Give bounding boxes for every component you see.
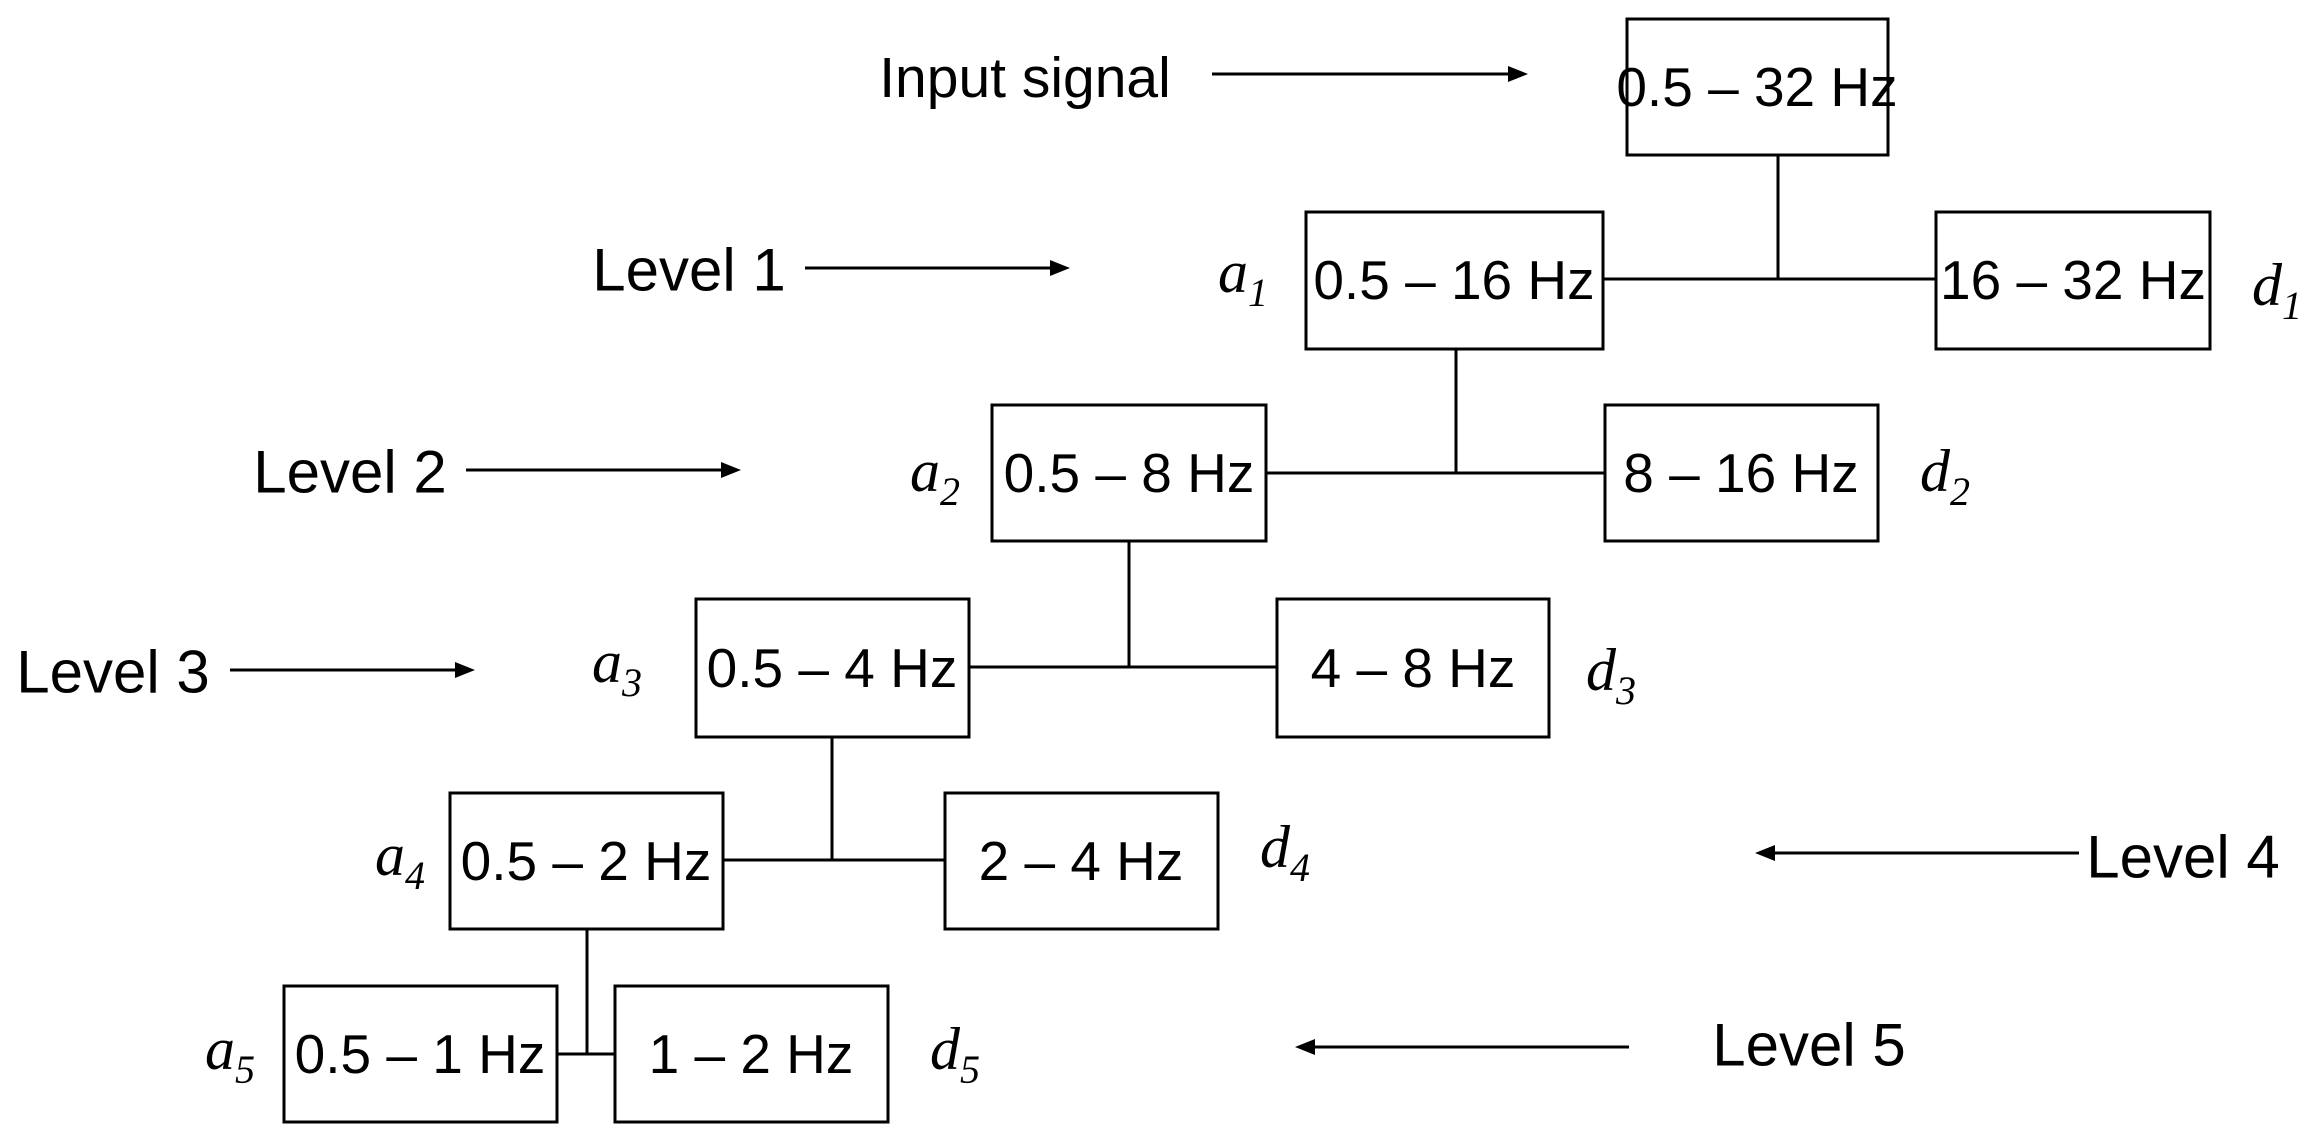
box-a5-label: 0.5 – 1 Hz <box>295 1023 546 1085</box>
coef-a5: a5 <box>205 1016 255 1092</box>
coef-a1: a1 <box>1218 239 1268 315</box>
input-signal-annotation: Input signal <box>879 46 1528 110</box>
input-signal-label: Input signal <box>879 46 1171 110</box>
input-signal-arrowhead <box>1508 66 1528 82</box>
coef-d5: d5 <box>930 1016 980 1092</box>
level-1: Level 1 <box>592 237 1070 304</box>
box-a4: 0.5 – 2 Hz <box>448 791 725 931</box>
coefficient-labels: a1 d1 a2 d2 a3 d3 a4 d4 a5 d5 <box>205 239 2302 1092</box>
level-3: Level 3 <box>16 639 475 706</box>
level-4: Level 4 <box>1755 824 2280 891</box>
box-input: 0.5 – 32 Hz <box>1616 17 1898 157</box>
level-3-label: Level 3 <box>16 639 209 706</box>
box-a5: 0.5 – 1 Hz <box>282 984 559 1124</box>
connectors <box>557 155 1936 1056</box>
level-annotations: Level 1 Level 2 Level 3 Level 4 Level 5 <box>16 237 2279 1079</box>
box-input-label: 0.5 – 32 Hz <box>1616 56 1897 118</box>
level-2: Level 2 <box>253 439 741 506</box>
coef-d2: d2 <box>1920 438 1970 514</box>
box-a3: 0.5 – 4 Hz <box>694 597 971 739</box>
box-a2-label: 0.5 – 8 Hz <box>1004 442 1255 504</box>
box-a3-label: 0.5 – 4 Hz <box>707 637 958 699</box>
box-d3: 4 – 8 Hz <box>1275 597 1551 739</box>
level-2-label: Level 2 <box>253 439 446 506</box>
level-2-arrowhead <box>721 462 741 478</box>
box-d3-label: 4 – 8 Hz <box>1311 637 1516 699</box>
level-1-arrowhead <box>1050 260 1070 276</box>
level-4-label: Level 4 <box>2086 824 2279 891</box>
coef-d3: d3 <box>1586 637 1636 713</box>
level-3-arrowhead <box>455 662 475 678</box>
box-d5-label: 1 – 2 Hz <box>649 1023 854 1085</box>
level-5-arrowhead <box>1295 1039 1315 1055</box>
box-a2: 0.5 – 8 Hz <box>990 403 1268 543</box>
level-1-label: Level 1 <box>592 237 785 304</box>
box-a1: 0.5 – 16 Hz <box>1304 210 1605 351</box>
box-d5: 1 – 2 Hz <box>613 984 890 1124</box>
level-5: Level 5 <box>1295 1012 1906 1079</box>
coef-d4: d4 <box>1260 814 1310 890</box>
coef-a3: a3 <box>592 629 642 705</box>
box-d2: 8 – 16 Hz <box>1603 403 1880 543</box>
coef-a4: a4 <box>375 822 425 898</box>
box-d4: 2 – 4 Hz <box>943 791 1220 931</box>
coef-d1: d1 <box>2252 252 2302 328</box>
band-boxes: 0.5 – 32 Hz 0.5 – 16 Hz 16 – 32 Hz 0.5 –… <box>282 17 2212 1124</box>
box-d2-label: 8 – 16 Hz <box>1623 442 1858 504</box>
level-5-label: Level 5 <box>1712 1012 1905 1079</box>
box-a1-label: 0.5 – 16 Hz <box>1313 249 1594 311</box>
coef-a2: a2 <box>910 438 960 514</box>
box-d1: 16 – 32 Hz <box>1934 210 2212 351</box>
level-4-arrowhead <box>1755 845 1775 861</box>
box-d4-label: 2 – 4 Hz <box>979 830 1184 892</box>
box-a4-label: 0.5 – 2 Hz <box>461 830 712 892</box>
box-d1-label: 16 – 32 Hz <box>1940 249 2206 311</box>
